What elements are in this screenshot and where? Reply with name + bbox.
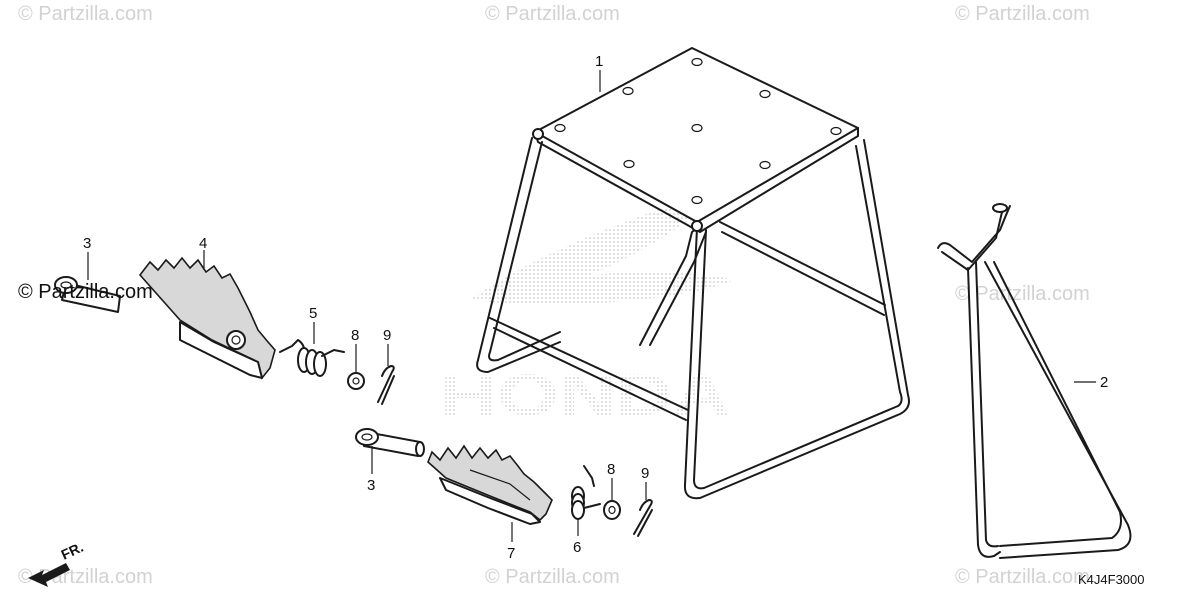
- spring-part-6: [571, 465, 601, 520]
- footpeg-part-4: [138, 256, 276, 380]
- honda-logo-text: HONDA: [440, 363, 730, 428]
- watermark-top-left: © Partzilla.com: [18, 3, 153, 25]
- watermark-bottom-right: © Partzilla.com: [955, 566, 1090, 588]
- diagram-code: K4J4F3000: [1078, 572, 1145, 587]
- washer-part-8-upper: [347, 372, 365, 390]
- callout-part-7: 7: [507, 545, 515, 562]
- honda-wing-logo: HONDA: [440, 185, 735, 428]
- bike-stand-part-1: [476, 47, 910, 500]
- leader-lines: [87, 70, 1096, 542]
- cotter-pin-part-9-upper: [377, 365, 395, 405]
- side-stand-part-2: [937, 203, 1132, 559]
- watermark-bottom-center: © Partzilla.com: [485, 566, 620, 588]
- watermark-top-center: © Partzilla.com: [485, 3, 620, 25]
- washer-part-8-lower: [603, 500, 621, 520]
- callout-part-9-lower: 9: [641, 465, 649, 482]
- cotter-pin-part-9-lower: [633, 499, 653, 537]
- watermark-top-right: © Partzilla.com: [955, 3, 1090, 25]
- callout-part-5: 5: [309, 305, 317, 322]
- pin-part-3-lower: [355, 428, 425, 457]
- footpeg-part-7: [427, 444, 553, 525]
- front-direction-label: FR.: [59, 539, 86, 563]
- pin-part-3-upper: [54, 276, 121, 313]
- callout-part-8-upper: 8: [351, 327, 359, 344]
- callout-part-3-upper: 3: [83, 235, 91, 252]
- callout-part-2: 2: [1100, 374, 1108, 391]
- callout-part-9-upper: 9: [383, 327, 391, 344]
- callout-part-1: 1: [595, 53, 603, 70]
- callout-part-6: 6: [573, 539, 581, 556]
- watermark-mid-right: © Partzilla.com: [955, 283, 1090, 305]
- watermark-mid-left: © Partzilla.com: [18, 281, 153, 303]
- spring-part-5: [279, 339, 345, 377]
- callout-part-3-lower: 3: [367, 477, 375, 494]
- callout-part-4: 4: [199, 235, 207, 252]
- callout-part-8-lower: 8: [607, 461, 615, 478]
